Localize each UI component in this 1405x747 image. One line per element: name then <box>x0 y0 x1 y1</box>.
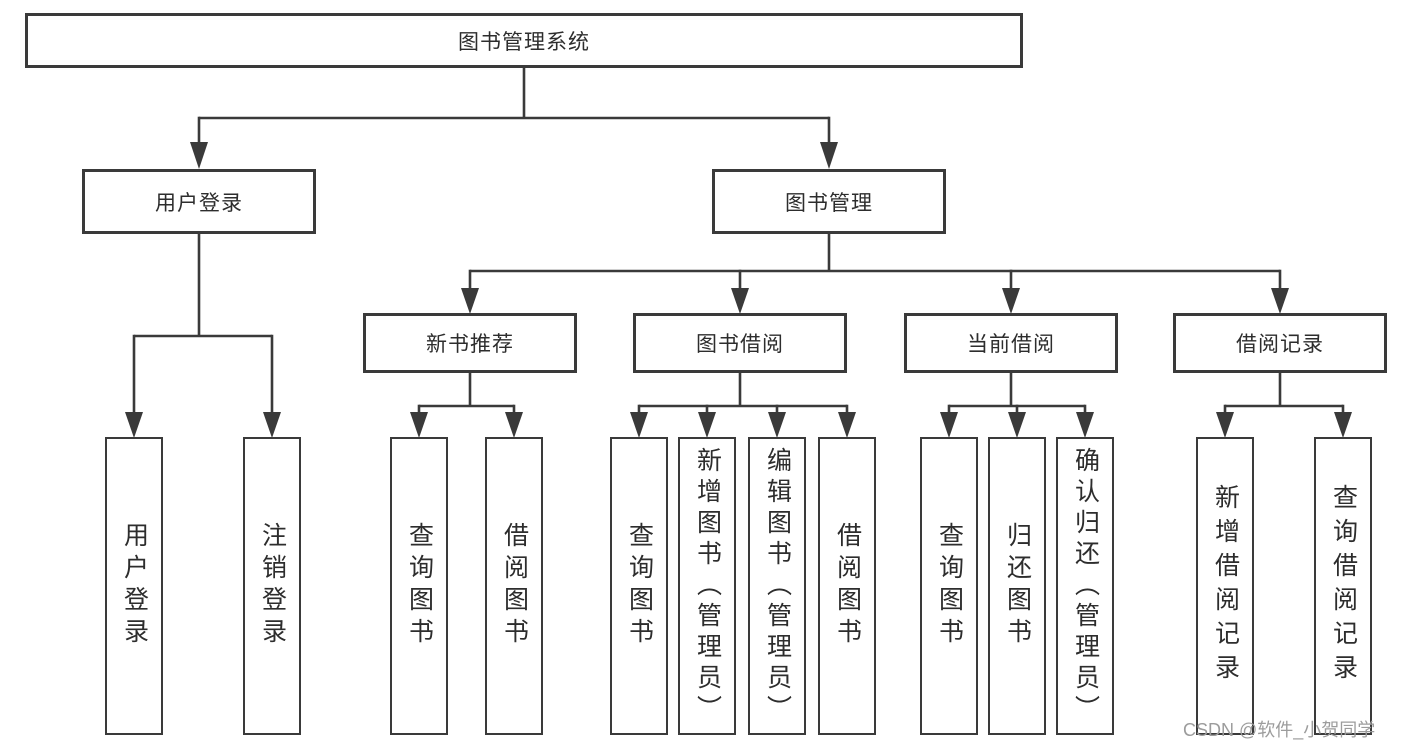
leaf-logout: 注销登录 <box>243 437 301 735</box>
csdn-watermark: CSDN @软件_小贺同学 <box>1183 720 1376 740</box>
leaf-bb-add-book-admin: 新增图书（管理员） <box>678 437 736 735</box>
node-root-label: 图书管理系统 <box>458 30 590 54</box>
leaf-cb-query-book: 查询图书 <box>920 437 978 735</box>
leaf-nbr-query-book: 查询图书 <box>390 437 448 735</box>
node-book-borrowing-label: 图书借阅 <box>696 333 784 356</box>
leaf-cb-return-book: 归还图书 <box>988 437 1046 735</box>
leaf-br-query-record-label: 查询借阅记录 <box>1329 484 1358 688</box>
leaf-nbr-borrow-book: 借阅图书 <box>485 437 543 735</box>
leaf-nbr-query-book-label: 查询图书 <box>405 522 434 650</box>
leaf-br-query-record: 查询借阅记录 <box>1314 437 1372 735</box>
leaf-user-login: 用户登录 <box>105 437 163 735</box>
node-book-management-label: 图书管理 <box>785 191 873 215</box>
leaf-br-add-record-label: 新增借阅记录 <box>1211 484 1240 688</box>
leaf-bb-borrow-book-label: 借阅图书 <box>833 522 862 650</box>
node-root: 图书管理系统 <box>25 13 1023 68</box>
leaf-bb-edit-book-admin-label: 编辑图书（管理员） <box>763 446 792 726</box>
leaf-bb-edit-book-admin: 编辑图书（管理员） <box>748 437 806 735</box>
leaf-cb-confirm-return-admin-label: 确认归还（管理员） <box>1071 446 1100 726</box>
leaf-br-add-record: 新增借阅记录 <box>1196 437 1254 735</box>
node-new-book-recommendation-label: 新书推荐 <box>426 333 514 356</box>
node-user-login-label: 用户登录 <box>155 191 243 215</box>
node-current-borrowing-label: 当前借阅 <box>967 333 1055 356</box>
leaf-bb-add-book-admin-label: 新增图书（管理员） <box>693 446 722 726</box>
node-book-borrowing: 图书借阅 <box>633 313 847 373</box>
arrowhead-icons <box>125 142 1352 438</box>
node-current-borrowing: 当前借阅 <box>904 313 1118 373</box>
node-book-management: 图书管理 <box>712 169 946 234</box>
leaf-cb-confirm-return-admin: 确认归还（管理员） <box>1056 437 1114 735</box>
leaf-bb-query-book-label: 查询图书 <box>625 522 654 650</box>
leaf-user-login-label: 用户登录 <box>120 522 149 650</box>
leaf-cb-query-book-label: 查询图书 <box>935 522 964 650</box>
node-borrowing-records-label: 借阅记录 <box>1236 333 1324 356</box>
leaf-nbr-borrow-book-label: 借阅图书 <box>500 522 529 650</box>
leaf-cb-return-book-label: 归还图书 <box>1003 522 1032 650</box>
node-borrowing-records: 借阅记录 <box>1173 313 1387 373</box>
leaf-logout-label: 注销登录 <box>258 522 287 650</box>
leaf-bb-query-book: 查询图书 <box>610 437 668 735</box>
node-new-book-recommendation: 新书推荐 <box>363 313 577 373</box>
leaf-bb-borrow-book: 借阅图书 <box>818 437 876 735</box>
node-user-login: 用户登录 <box>82 169 316 234</box>
